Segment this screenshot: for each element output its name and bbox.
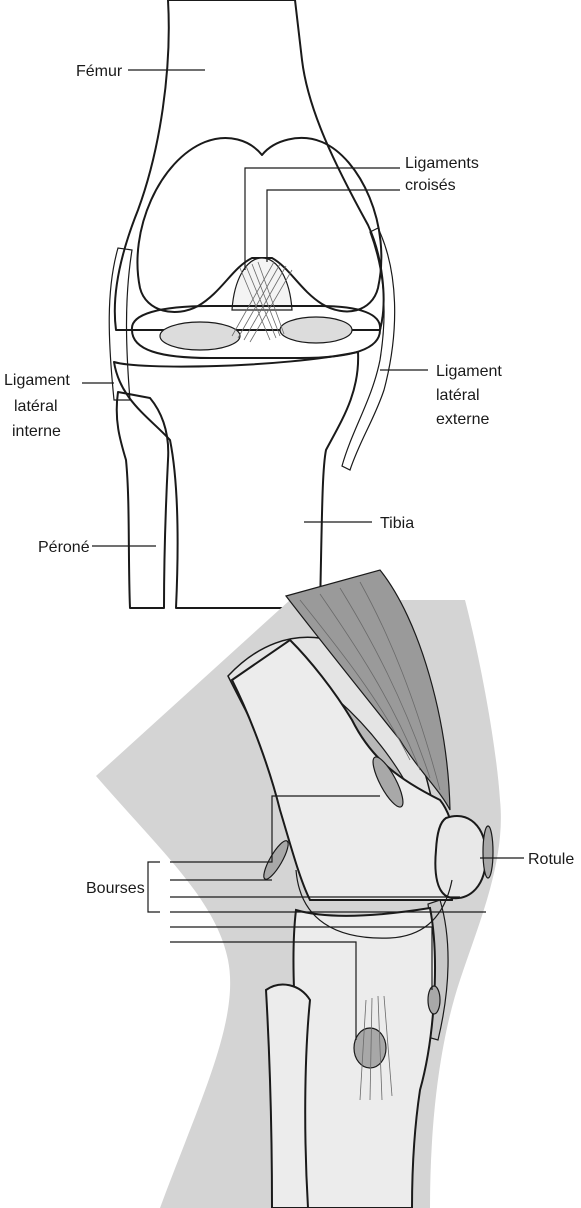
- bursa-pes: [354, 1028, 386, 1068]
- bursa-prepatellar: [483, 826, 493, 878]
- label-tibia: Tibia: [380, 515, 414, 532]
- label-medial-1: Ligament: [4, 372, 70, 389]
- fibula-bone: [117, 392, 169, 608]
- fibula-side: [266, 985, 310, 1208]
- label-medial-3: interne: [12, 423, 61, 440]
- label-cruciate-2: croisés: [405, 177, 456, 194]
- label-lateral-1: Ligament: [436, 363, 502, 380]
- cruciate-leader-2: [267, 190, 400, 262]
- tibia-bone: [114, 352, 358, 608]
- label-cruciate-1: Ligaments: [405, 155, 479, 172]
- bursae-bracket: [148, 862, 160, 912]
- label-bursae: Bourses: [86, 880, 145, 897]
- label-lateral-2: latéral: [436, 387, 480, 404]
- label-medial-2: latéral: [14, 398, 58, 415]
- front-view: Fémur Ligaments croisés Ligament latéral…: [4, 0, 502, 608]
- side-view: Bourses Rotule: [86, 570, 574, 1208]
- label-patella: Rotule: [528, 851, 574, 868]
- label-lateral-3: externe: [436, 411, 489, 428]
- label-fibula: Péroné: [38, 539, 90, 556]
- label-femur: Fémur: [76, 63, 123, 80]
- patella: [435, 816, 486, 898]
- lateral-meniscus-inner: [280, 317, 352, 343]
- lateral-collateral-ligament: [342, 228, 395, 470]
- medial-collateral-ligament: [109, 248, 132, 400]
- bursa-infrapatellar: [428, 986, 440, 1014]
- medial-meniscus-inner: [160, 322, 240, 350]
